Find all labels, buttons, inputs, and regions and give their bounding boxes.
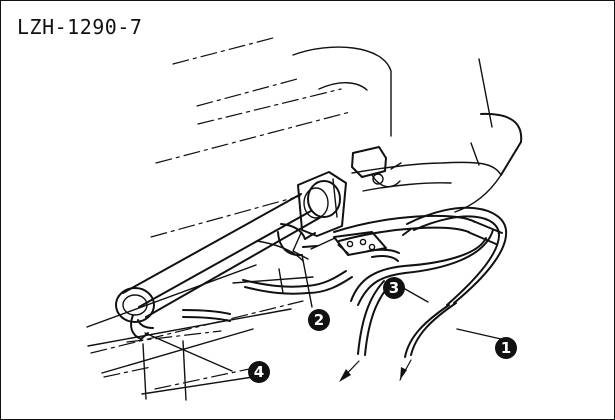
svg-text:4: 4 [254,363,264,381]
callout-3: 3 [383,277,405,299]
pipe-clamp [277,223,318,257]
machine-bed [86,46,523,401]
oil-tubes [130,206,508,358]
callout-4: 4 [248,361,270,383]
callout-2: 2 [308,309,330,331]
callout-1: 1 [495,337,517,359]
mount-bracket [310,146,402,256]
svg-text:1: 1 [501,339,511,357]
svg-text:2: 2 [314,311,324,329]
centre-lines [90,37,351,390]
outlet-arrows [338,359,412,383]
model-label: LZH-1290-7 [17,15,143,39]
svg-text:3: 3 [389,279,399,297]
oil-reservoir-tube [115,171,347,323]
